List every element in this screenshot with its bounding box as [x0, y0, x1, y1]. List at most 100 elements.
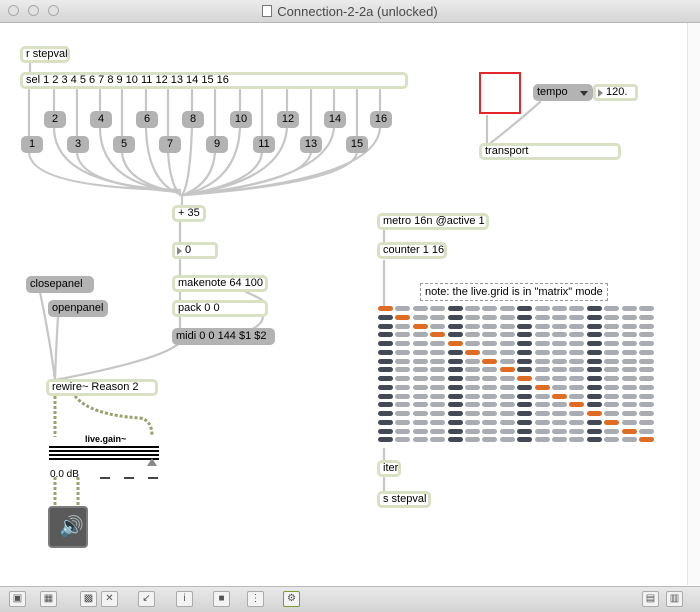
grid-cell[interactable] [604, 428, 620, 434]
grid-cell[interactable] [517, 428, 533, 434]
grid-cell[interactable] [447, 419, 463, 425]
grid-cell[interactable] [534, 437, 550, 443]
grid-cell[interactable] [378, 341, 393, 346]
midi-message[interactable]: midi 0 0 144 $1 $2 [172, 328, 275, 345]
grid-cell[interactable] [395, 402, 411, 408]
grid-cell[interactable] [586, 306, 602, 311]
info-icon[interactable]: i [176, 591, 193, 607]
grid-cell[interactable] [378, 332, 393, 338]
grid-cell[interactable] [569, 384, 585, 390]
grid-cell[interactable] [482, 393, 498, 399]
grid-cell[interactable] [395, 384, 411, 390]
grid-cell[interactable] [586, 384, 602, 390]
grid-cell[interactable] [499, 314, 515, 320]
grid-cell[interactable] [621, 323, 637, 329]
grid-cell[interactable] [465, 306, 480, 311]
pack-object[interactable]: pack 0 0 [172, 300, 268, 317]
grid-cell[interactable] [586, 314, 602, 320]
grid-cell[interactable] [586, 428, 602, 434]
grid-cell[interactable] [639, 376, 654, 381]
grid-cell[interactable] [621, 376, 637, 381]
grid-cell[interactable] [534, 428, 550, 434]
grid-cell[interactable] [395, 411, 411, 416]
metro-object[interactable]: metro 16n @active 1 [377, 213, 489, 230]
grid-cell[interactable] [621, 419, 637, 425]
grid-cell[interactable] [465, 341, 480, 346]
grid-cell[interactable] [499, 332, 515, 338]
live-grid[interactable] [378, 306, 657, 447]
grid-cell[interactable] [534, 341, 550, 346]
message-4[interactable]: 4 [90, 111, 112, 128]
grid-cell[interactable] [447, 358, 463, 364]
grid-cell[interactable] [412, 376, 428, 381]
grid-cell[interactable] [552, 428, 567, 434]
grid-cell[interactable] [552, 332, 567, 338]
grid-cell[interactable] [412, 349, 428, 355]
grid-cell[interactable] [552, 341, 567, 346]
grid-cell[interactable] [465, 358, 480, 364]
sidebar-right-icon[interactable]: ▥ [666, 591, 683, 607]
close-icon[interactable]: ✕ [101, 591, 118, 607]
grid-cell[interactable] [569, 341, 585, 346]
grid-cell[interactable] [465, 437, 480, 443]
palette-icon[interactable]: ⚙ [283, 591, 300, 607]
grid-cell[interactable] [499, 428, 515, 434]
message-2[interactable]: 2 [44, 111, 66, 128]
grid-cell[interactable] [378, 367, 393, 373]
grid-cell[interactable] [604, 349, 620, 355]
grid-cell[interactable] [552, 314, 567, 320]
message-9[interactable]: 9 [206, 136, 228, 153]
grid-cell[interactable] [430, 314, 446, 320]
grid-icon[interactable]: ⋮ [247, 591, 264, 607]
grid-cell[interactable] [395, 393, 411, 399]
grid-cell[interactable] [586, 367, 602, 373]
grid-cell[interactable] [569, 332, 585, 338]
grid-cell[interactable] [534, 332, 550, 338]
grid-cell[interactable] [552, 411, 567, 416]
grid-cell[interactable] [395, 332, 411, 338]
grid-cell[interactable] [378, 323, 393, 329]
grid-cell[interactable] [378, 376, 393, 381]
grid-cell[interactable] [499, 376, 515, 381]
grid-cell[interactable] [499, 402, 515, 408]
grid-cell[interactable] [586, 323, 602, 329]
lock-icon[interactable]: ▣ [9, 591, 26, 607]
grid-cell[interactable] [447, 402, 463, 408]
grid-cell[interactable] [586, 358, 602, 364]
close-window-button[interactable] [8, 5, 19, 16]
grid-cell[interactable] [499, 384, 515, 390]
grid-cell[interactable] [447, 323, 463, 329]
grid-cell[interactable] [465, 367, 480, 373]
grid-cell[interactable] [552, 358, 567, 364]
grid-cell[interactable] [430, 428, 446, 434]
minimize-window-button[interactable] [28, 5, 39, 16]
grid-cell[interactable] [412, 419, 428, 425]
grid-cell[interactable] [412, 341, 428, 346]
debug-icon[interactable]: ↙ [138, 591, 155, 607]
grid-cell[interactable] [465, 332, 480, 338]
grid-cell[interactable] [517, 376, 533, 381]
grid-cell[interactable] [465, 402, 480, 408]
grid-cell[interactable] [430, 341, 446, 346]
grid-cell[interactable] [604, 437, 620, 443]
grid-cell[interactable] [499, 323, 515, 329]
grid-cell[interactable] [499, 341, 515, 346]
grid-cell[interactable] [378, 437, 393, 443]
grid-cell[interactable] [412, 393, 428, 399]
grid-cell[interactable] [552, 367, 567, 373]
grid-cell[interactable] [621, 358, 637, 364]
grid-cell[interactable] [621, 367, 637, 373]
grid-cell[interactable] [621, 402, 637, 408]
grid-cell[interactable] [395, 314, 411, 320]
grid-cell[interactable] [569, 306, 585, 311]
grid-cell[interactable] [586, 419, 602, 425]
makenote-object[interactable]: makenote 64 100 [172, 275, 268, 292]
grid-cell[interactable] [604, 341, 620, 346]
grid-cell[interactable] [395, 323, 411, 329]
grid-cell[interactable] [482, 306, 498, 311]
grid-cell[interactable] [552, 306, 567, 311]
grid-cell[interactable] [378, 402, 393, 408]
grid-cell[interactable] [395, 367, 411, 373]
grid-cell[interactable] [534, 376, 550, 381]
grid-cell[interactable] [639, 306, 654, 311]
